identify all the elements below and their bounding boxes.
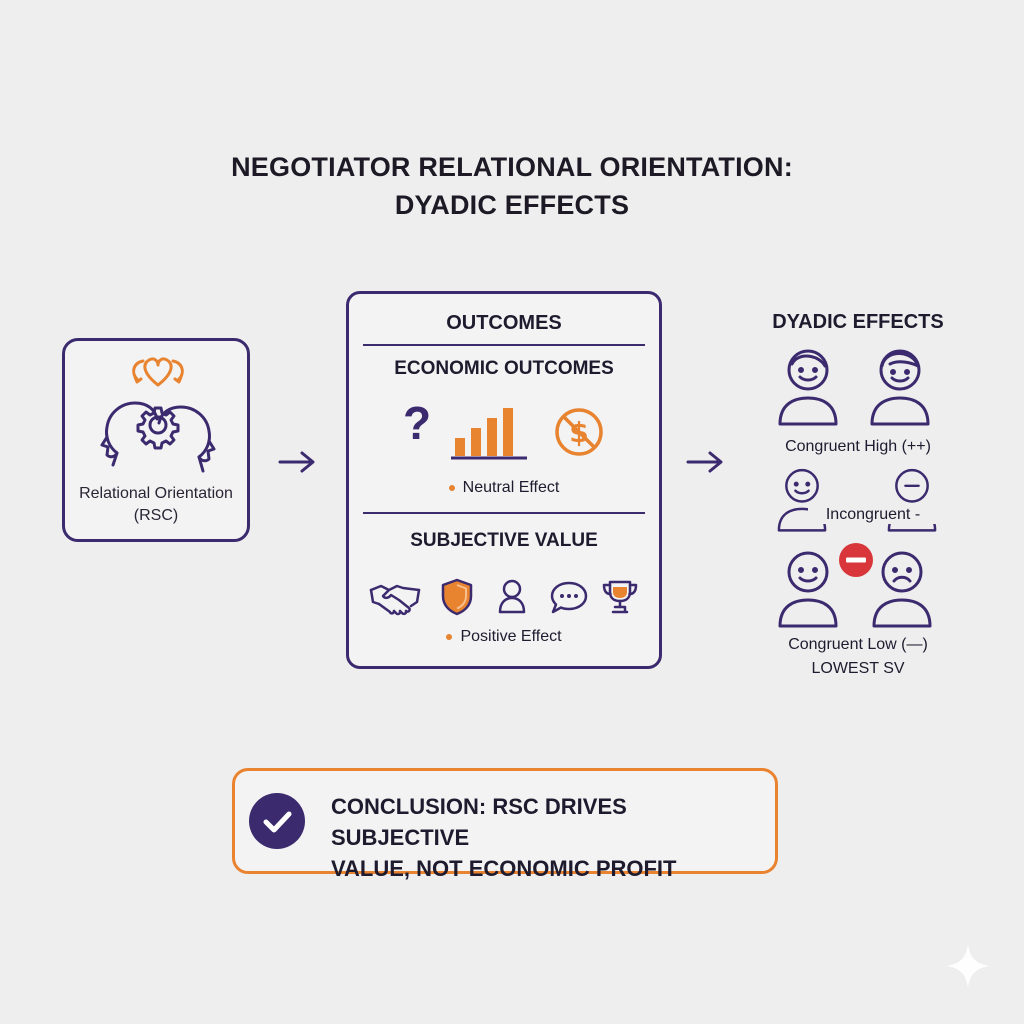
conclusion-box: CONCLUSION: RSC DRIVES SUBJECTIVE VALUE,… — [232, 768, 778, 881]
economic-outcomes-title: ECONOMIC OUTCOMES — [394, 358, 614, 379]
happy-person-icon — [778, 551, 838, 628]
bullet-dot — [446, 633, 453, 640]
outcomes-title: OUTCOMES — [446, 312, 562, 334]
outcomes-divider-top — [363, 344, 645, 346]
title-line-1: NEGOTIATOR RELATIONAL ORIENTATION: — [231, 152, 793, 182]
incongruent-label: Incongruent - — [808, 506, 938, 524]
conclusion-text: CONCLUSION: RSC DRIVES SUBJECTIVE VALUE,… — [331, 791, 761, 884]
title-line-2: DYADIC EFFECTS — [394, 190, 630, 220]
congruent-high-label: Congruent High (++) — [785, 438, 931, 455]
relational-orientation-box: Relational Orientation (RSC) — [62, 338, 250, 542]
neutral-effect-text: Neutral Effect — [462, 479, 560, 496]
arrow-right-icon — [686, 451, 723, 473]
minus-badge-icon — [839, 543, 873, 577]
arrow-right-icon — [278, 451, 315, 473]
trophy-icon — [602, 580, 638, 614]
dyadic-effects-title: DYADIC EFFECTS — [772, 311, 944, 333]
conclusion-line-2: VALUE, NOT ECONOMIC PROFIT — [331, 856, 677, 881]
page-title: NEGOTIATOR RELATIONAL ORIENTATION: DYADI… — [0, 148, 1024, 224]
relational-orientation-icon — [100, 357, 216, 473]
heart-icon — [132, 357, 184, 387]
question-mark-icon: ? — [403, 397, 432, 449]
person-icon — [498, 579, 526, 614]
neutral-effect-label: Neutral Effect — [349, 479, 659, 497]
bar-chart-icon — [451, 408, 527, 460]
handshake-icon — [369, 584, 421, 616]
bullet-dot — [448, 484, 455, 491]
positive-effect-label: Positive Effect — [349, 628, 659, 646]
no-dollar-icon: $ — [555, 408, 603, 456]
sad-person-icon — [872, 551, 932, 628]
check-circle-icon — [249, 793, 305, 849]
outcomes-divider-middle — [363, 512, 645, 514]
outcomes-box: OUTCOMES ECONOMIC OUTCOMES ? $ Neutral E… — [346, 291, 662, 669]
happy-person-icon — [870, 349, 930, 426]
chat-bubble-icon — [550, 581, 588, 614]
lowest-sv-label: LOWEST SV — [811, 660, 905, 677]
rsc-label-line-1: Relational Orientation — [79, 485, 233, 502]
head-profiles-icon — [100, 401, 216, 473]
rsc-label-line-2: (RSC) — [133, 507, 179, 524]
gear-icon — [136, 406, 180, 450]
relational-orientation-label: Relational Orientation (RSC) — [65, 483, 247, 527]
sparkle-icon — [946, 944, 990, 988]
conclusion-line-1: CONCLUSION: RSC DRIVES SUBJECTIVE — [331, 794, 627, 850]
subjective-value-title: SUBJECTIVE VALUE — [410, 530, 598, 551]
happy-person-icon — [778, 349, 838, 426]
positive-effect-text: Positive Effect — [460, 628, 562, 645]
shield-icon — [441, 578, 473, 616]
congruent-low-label: Congruent Low (—) — [788, 636, 928, 653]
